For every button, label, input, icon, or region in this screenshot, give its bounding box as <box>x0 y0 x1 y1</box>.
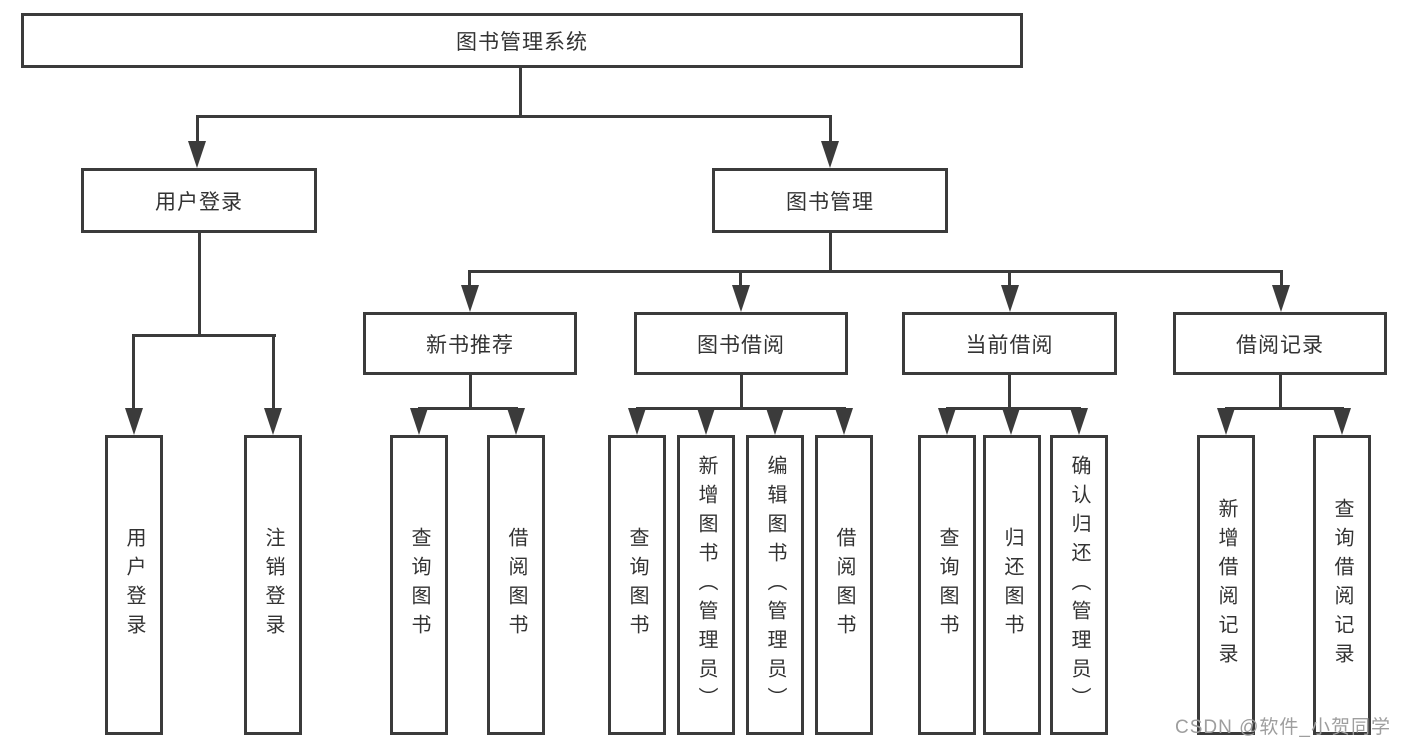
connector-new-book-recommend-rail <box>418 407 518 410</box>
leaf-return-books: 归还图书 <box>983 435 1041 735</box>
connector-drop-book-management <box>829 115 832 144</box>
arrow-into-leaf-return-books <box>1002 408 1020 435</box>
arrow-into-leaf-query-books-borrowing <box>628 408 646 435</box>
arrow-into-current-borrowing <box>1001 285 1019 312</box>
arrow-into-leaf-query-books-current <box>938 408 956 435</box>
leaf-user-login: 用户登录 <box>105 435 163 735</box>
connector-drop-leaf-user-login <box>132 334 135 411</box>
connector-user-login-stem <box>198 231 201 337</box>
connector-drop-book-borrowing <box>739 270 742 287</box>
leaf-add-borrow-record: 新增借阅记录 <box>1197 435 1255 735</box>
connector-drop-borrowing-records <box>1280 270 1283 287</box>
connector-current-borrowing-stem <box>1008 373 1011 409</box>
connector-drop-current-borrowing <box>1008 270 1011 287</box>
connector-book-borrowing-stem <box>740 373 743 409</box>
connector-book-management-stem <box>829 231 832 272</box>
arrow-into-leaf-edit-books-admin <box>766 408 784 435</box>
connector-drop-leaf-logout <box>272 334 275 411</box>
connector-borrowing-records-stem <box>1279 373 1282 409</box>
arrow-into-leaf-logout <box>264 408 282 435</box>
connector-drop-user-login <box>196 115 199 144</box>
csdn-watermark: CSDN @软件_小贺同学 <box>1175 717 1391 738</box>
arrow-into-new-book-recommend <box>461 285 479 312</box>
arrow-into-leaf-confirm-return-admin <box>1070 408 1088 435</box>
node-new-book-recommend: 新书推荐 <box>363 312 577 375</box>
leaf-query-books-borrowing: 查询图书 <box>608 435 666 735</box>
arrow-into-leaf-query-books-recommend <box>410 408 428 435</box>
connector-book-borrowing-rail <box>636 407 846 410</box>
arrow-into-leaf-borrow-books-recommend <box>507 408 525 435</box>
connector-user-login-rail <box>132 334 276 337</box>
node-book-management: 图书管理 <box>712 168 948 233</box>
arrow-into-book-management <box>821 141 839 168</box>
leaf-add-books-admin: 新增图书（管理员） <box>677 435 735 735</box>
node-root: 图书管理系统 <box>21 13 1023 68</box>
leaf-query-borrow-record: 查询借阅记录 <box>1313 435 1371 735</box>
node-current-borrowing: 当前借阅 <box>902 312 1117 375</box>
connector-root-rail <box>196 115 832 118</box>
connector-new-book-recommend-stem <box>469 373 472 409</box>
connector-borrowing-records-rail <box>1225 407 1344 410</box>
leaf-borrow-books-recommend: 借阅图书 <box>487 435 545 735</box>
arrow-into-leaf-borrow-books-borrowing <box>835 408 853 435</box>
node-user-login: 用户登录 <box>81 168 317 233</box>
connector-drop-new-book-recommend <box>468 270 471 287</box>
arrow-into-leaf-query-borrow-record <box>1333 408 1351 435</box>
leaf-query-books-current: 查询图书 <box>918 435 976 735</box>
node-book-borrowing: 图书借阅 <box>634 312 848 375</box>
arrow-into-book-borrowing <box>732 285 750 312</box>
connector-book-management-rail <box>468 270 1283 273</box>
arrow-into-user-login <box>188 141 206 168</box>
arrow-into-leaf-user-login <box>125 408 143 435</box>
node-borrowing-records: 借阅记录 <box>1173 312 1387 375</box>
arrow-into-leaf-add-books-admin <box>697 408 715 435</box>
connector-root-stem <box>519 66 522 117</box>
arrow-into-borrowing-records <box>1272 285 1290 312</box>
leaf-confirm-return-admin: 确认归还（管理员） <box>1050 435 1108 735</box>
leaf-borrow-books-borrowing: 借阅图书 <box>815 435 873 735</box>
leaf-edit-books-admin: 编辑图书（管理员） <box>746 435 804 735</box>
arrow-into-leaf-add-borrow-record <box>1217 408 1235 435</box>
leaf-query-books-recommend: 查询图书 <box>390 435 448 735</box>
leaf-logout: 注销登录 <box>244 435 302 735</box>
